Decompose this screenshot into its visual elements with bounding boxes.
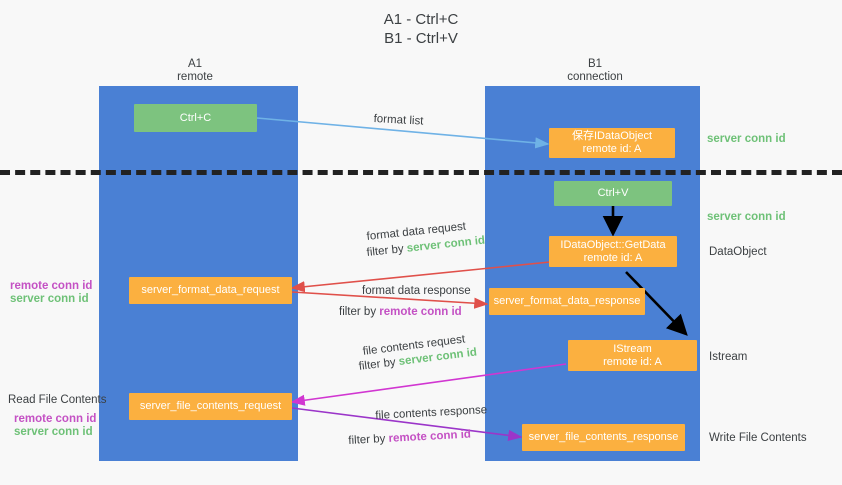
label-format-data-response: format data response <box>362 285 471 297</box>
box-server-file-contents-response[interactable]: server_file_contents_response <box>522 424 685 451</box>
box-idataobject-getdata[interactable]: IDataObject::GetData remote id: A <box>549 236 677 267</box>
left-label-remote-conn-id-1: remote conn id <box>10 280 93 292</box>
filter-prefix: filter by <box>358 356 400 373</box>
box-ctrl-c[interactable]: Ctrl+C <box>134 104 257 132</box>
right-label-dataobject: DataObject <box>709 246 767 258</box>
filter-prefix: filter by <box>366 242 408 259</box>
label-format-list: format list <box>373 112 424 128</box>
label-file-contents-response: file contents response <box>375 404 488 422</box>
page-title: A1 - Ctrl+C B1 - Ctrl+V <box>383 11 459 47</box>
label-format-data-response-filter: filter by remote conn id <box>339 305 462 319</box>
box-ctrl-v[interactable]: Ctrl+V <box>554 181 672 206</box>
dashed-divider <box>0 170 842 175</box>
label-file-contents-response-filter: filter by remote conn id <box>348 428 471 448</box>
column-header-b1: B1 connection <box>567 58 623 83</box>
left-label-server-conn-id-1: server conn id <box>10 293 89 305</box>
box-server-format-data-response[interactable]: server_format_data_response <box>489 288 645 315</box>
box-server-file-contents-request[interactable]: server_file_contents_request <box>129 393 292 420</box>
column-header-a1: A1 remote <box>177 58 213 83</box>
box-server-format-data-request[interactable]: server_format_data_request <box>129 277 292 304</box>
box-istream[interactable]: IStream remote id: A <box>568 340 697 371</box>
right-label-write-file-contents: Write File Contents <box>709 432 807 444</box>
box-idataobject[interactable]: 保存IDataObject remote id: A <box>549 128 675 158</box>
filter-prefix: filter by <box>348 432 389 447</box>
filter-prefix: filter by <box>339 306 380 318</box>
right-label-istream: Istream <box>709 351 748 363</box>
filter-key-remote-conn-id: remote conn id <box>388 428 472 445</box>
right-label-server-conn-id-1: server conn id <box>707 133 786 145</box>
left-label-server-conn-id-2: server conn id <box>14 426 93 438</box>
left-label-read-file-contents: Read File Contents <box>8 394 107 406</box>
right-label-server-conn-id-2: server conn id <box>707 211 786 223</box>
filter-key-remote-conn-id: remote conn id <box>379 306 462 318</box>
left-label-remote-conn-id-2: remote conn id <box>14 413 97 425</box>
